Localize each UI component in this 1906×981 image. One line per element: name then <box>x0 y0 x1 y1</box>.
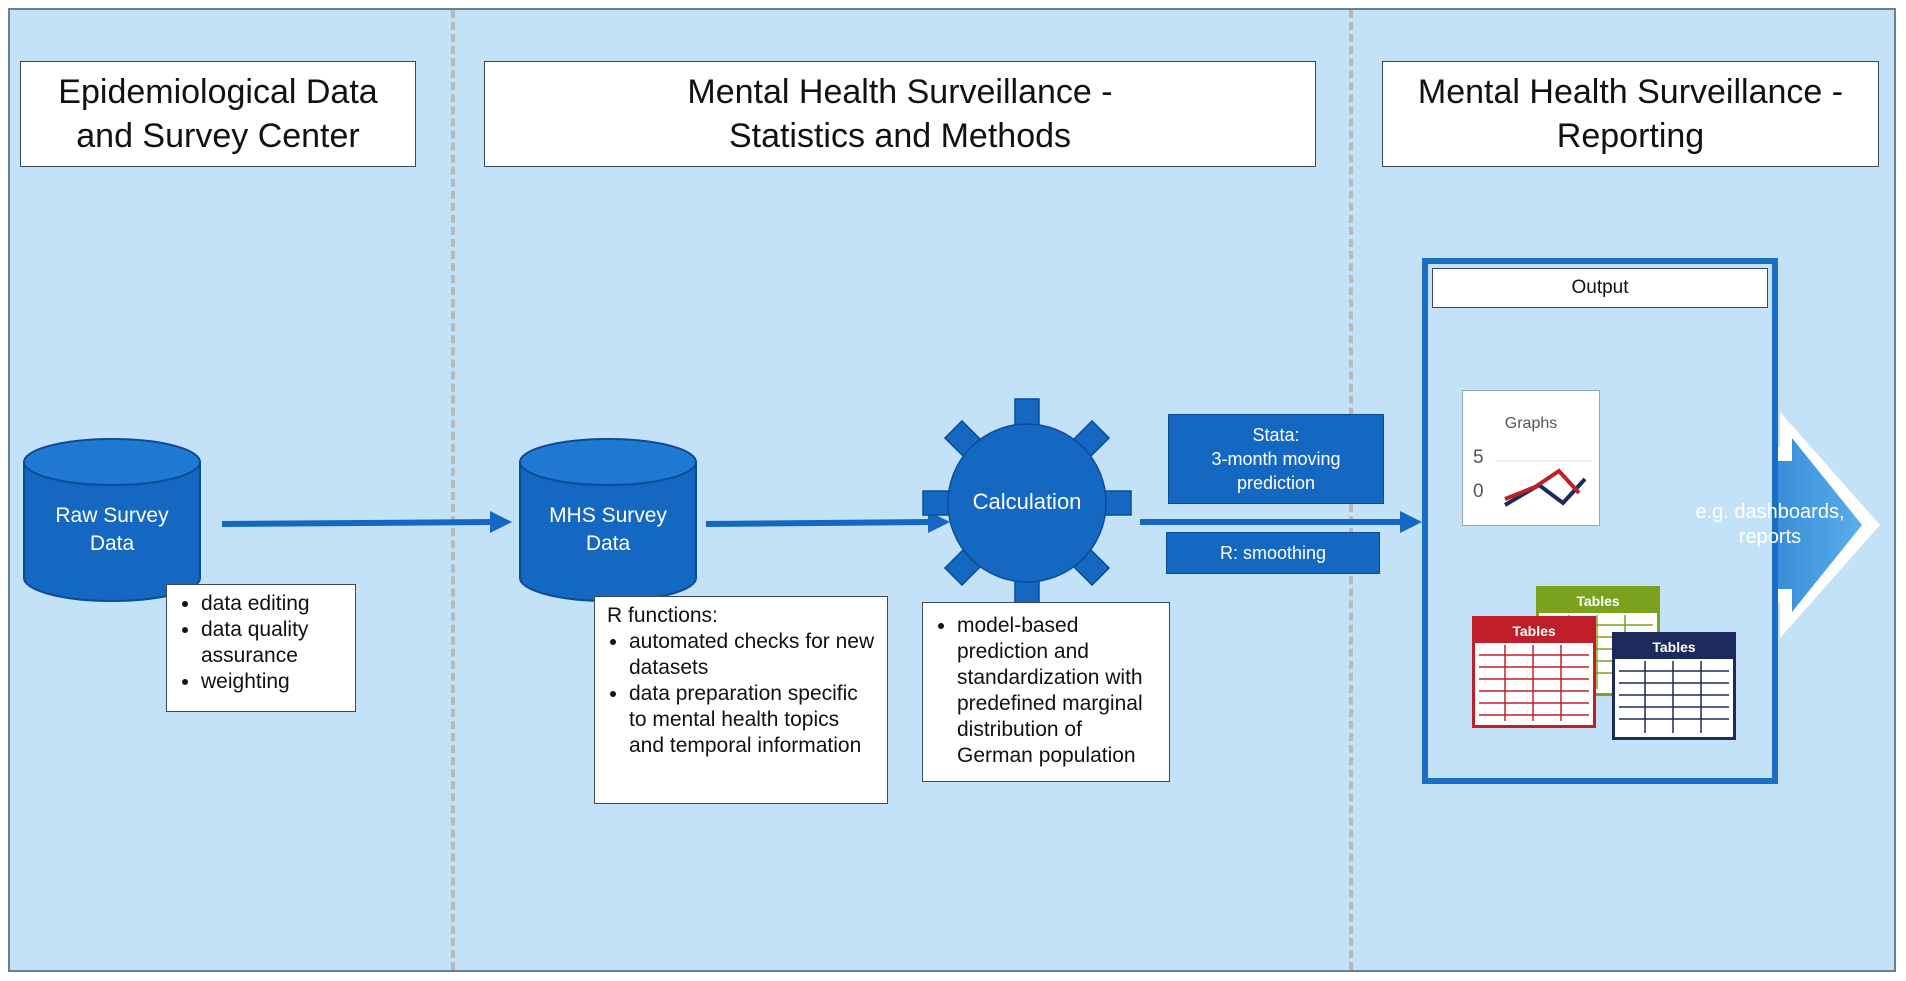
column-divider-left <box>451 10 455 970</box>
graphs-card: Graphs 5 0 <box>1462 390 1600 526</box>
tables-title-red: Tables <box>1475 619 1593 643</box>
calculation-label: Calculation <box>972 489 1082 514</box>
tables-title-green: Tables <box>1539 589 1657 613</box>
mini-line-chart-icon <box>1495 460 1591 507</box>
calculation-notes: model-based prediction and standardizati… <box>922 602 1170 782</box>
arrow-raw-to-mhs <box>221 511 512 533</box>
stata-method-text: Stata: 3-month moving prediction <box>1211 425 1341 493</box>
calculation-note-item: model-based prediction and standardizati… <box>957 613 1159 769</box>
tables-card-navy: Tables <box>1612 632 1736 740</box>
graph-tick-low: 0 <box>1473 481 1484 502</box>
raw-note-item: weighting <box>201 669 345 695</box>
column-header-reporting-text: Mental Health Surveillance - Reporting <box>1417 73 1844 155</box>
r-functions-item: data preparation specific to mental heal… <box>629 681 877 759</box>
r-smoothing-text: R: smoothing <box>1219 543 1327 563</box>
tables-title-navy: Tables <box>1615 635 1733 659</box>
destination-label: e.g. dashboards, reports <box>1695 501 1845 548</box>
raw-survey-data-label: Raw Survey Data <box>55 504 169 555</box>
graph-tick-high: 5 <box>1473 447 1484 468</box>
tables-card-red: Tables <box>1472 616 1596 728</box>
mhs-survey-data-label: MHS Survey Data <box>549 504 667 555</box>
table-grid-red-icon <box>1479 645 1589 721</box>
raw-note-item: data quality assurance <box>201 617 345 669</box>
r-functions-heading: R functions: <box>607 604 718 627</box>
r-functions-item: automated checks for new datasets <box>629 629 877 681</box>
raw-survey-data-database-icon <box>23 438 201 602</box>
column-header-reporting: Mental Health Surveillance - Reporting <box>1382 61 1879 167</box>
graphs-title: Graphs <box>1504 415 1558 432</box>
raw-note-item: data editing <box>201 591 345 617</box>
column-header-data-center-text: Epidemiological Data and Survey Center <box>58 73 378 155</box>
stata-method-label: Stata: 3-month moving prediction <box>1168 414 1384 504</box>
arrow-mhs-to-calculation <box>705 511 950 533</box>
output-title: Output <box>1432 268 1768 308</box>
arrow-calculation-to-output <box>1140 511 1422 533</box>
output-title-text: Output <box>1571 277 1629 298</box>
mhs-survey-data-database-icon <box>519 438 697 602</box>
column-header-statistics: Mental Health Surveillance - Statistics … <box>484 61 1316 167</box>
calculation-gear-icon <box>922 398 1132 608</box>
table-grid-navy-icon <box>1619 661 1729 733</box>
raw-data-processing-notes: data editing data quality assurance weig… <box>166 584 356 712</box>
column-header-statistics-text: Mental Health Surveillance - Statistics … <box>687 73 1113 155</box>
r-smoothing-label: R: smoothing <box>1166 532 1380 574</box>
column-header-data-center: Epidemiological Data and Survey Center <box>20 61 416 167</box>
r-functions-notes: R functions: automated checks for new da… <box>594 596 888 804</box>
